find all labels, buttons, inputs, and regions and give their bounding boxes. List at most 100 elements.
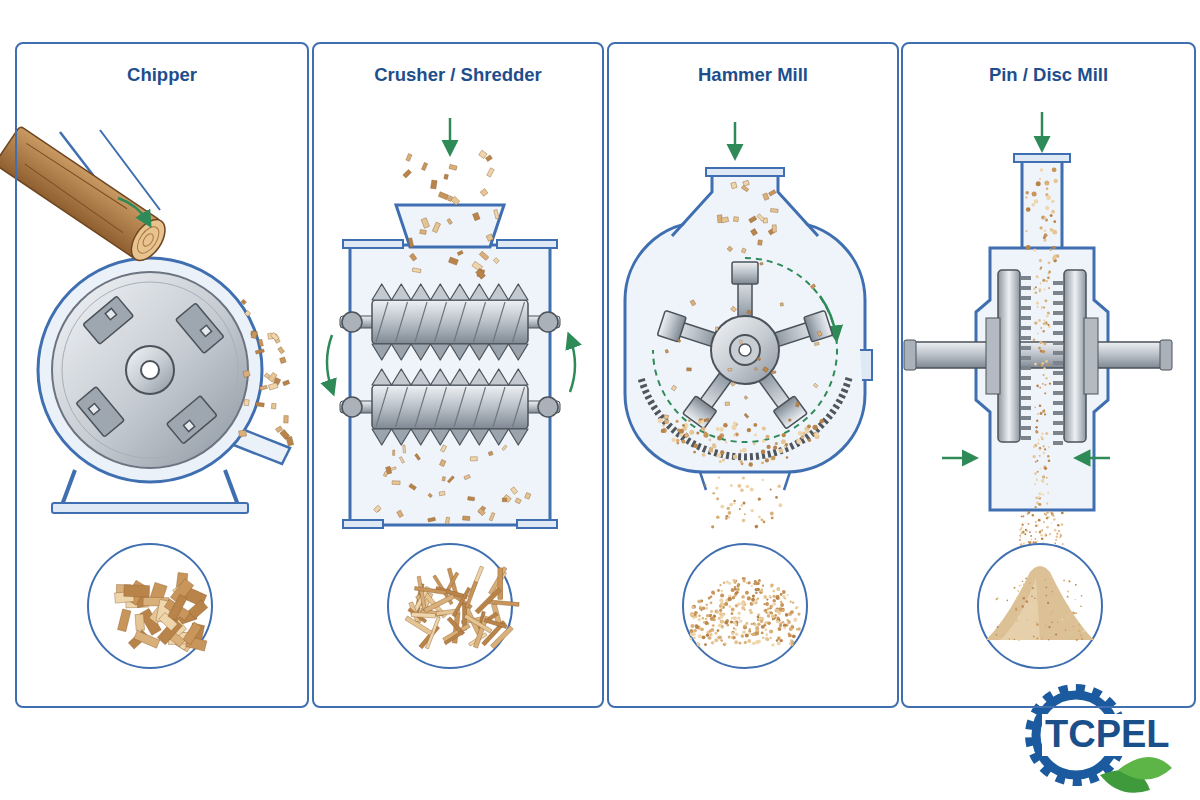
powder-stream — [1044, 448, 1046, 450]
powder-discharge — [1056, 536, 1058, 538]
powder-discharge — [1042, 541, 1044, 543]
particle-bed — [722, 458, 725, 461]
powder-discharge — [1044, 513, 1046, 515]
powder-discharge — [1027, 529, 1029, 531]
granule-pile — [751, 633, 754, 636]
granule-pile — [789, 627, 793, 631]
powder-grain — [1080, 605, 1082, 607]
powder-stream — [1034, 472, 1037, 475]
granule-pile — [702, 607, 705, 610]
feed-chunk — [431, 180, 438, 189]
granule-pile — [710, 617, 714, 621]
granule-pile — [764, 622, 766, 624]
powder-grain — [1036, 623, 1038, 625]
particle-bed — [709, 448, 713, 452]
powder-stream — [1038, 492, 1041, 495]
powder-grain — [1028, 591, 1029, 592]
granule-pile — [775, 609, 779, 613]
granule-pile — [731, 636, 735, 640]
powder-stream — [1043, 319, 1045, 321]
shredded-piece — [383, 471, 388, 476]
powder-stream — [1037, 443, 1039, 445]
logo-text: TCPEL — [1042, 714, 1173, 756]
particle-bed — [732, 425, 737, 430]
powder-grain — [1069, 632, 1071, 634]
particle-bed — [702, 453, 706, 457]
feed-particle — [1026, 191, 1029, 194]
particle-bed — [717, 436, 722, 441]
granule-pile — [702, 635, 706, 639]
milled-particle — [796, 402, 800, 407]
powder-stream — [1042, 480, 1045, 483]
powder-discharge — [1046, 517, 1049, 520]
granule-pile — [792, 634, 796, 638]
powder-stream — [1039, 387, 1041, 389]
shred-pile — [417, 576, 426, 610]
powder-stream — [1042, 493, 1044, 495]
discharge-particle — [726, 515, 729, 518]
powder-discharge — [1051, 514, 1054, 517]
milled-particle — [687, 368, 692, 371]
discharge-particle — [763, 521, 766, 524]
discharge-particle — [729, 503, 733, 507]
granule-pile — [789, 643, 791, 645]
feed-particle — [1025, 196, 1028, 199]
milled-particle — [664, 415, 669, 419]
granule-pile — [782, 621, 785, 624]
feed-particle — [1039, 259, 1042, 262]
granule-pile — [724, 602, 728, 606]
powder-stream — [1039, 288, 1042, 291]
granule-pile — [765, 633, 768, 636]
powder-grain — [1015, 609, 1017, 611]
powder-stream — [1034, 407, 1036, 409]
powder-grain — [1036, 601, 1038, 603]
granule-pile — [777, 642, 781, 646]
feed-particle — [1052, 246, 1055, 249]
powder-grain — [1016, 597, 1018, 599]
powder-stream — [1040, 341, 1043, 344]
powder-discharge — [1054, 529, 1056, 531]
granule-pile — [737, 583, 740, 586]
particle-bed — [682, 424, 685, 427]
powder-grain — [1041, 577, 1043, 579]
granule-pile — [711, 591, 715, 595]
granule-pile — [720, 639, 723, 642]
powder-discharge — [1043, 521, 1045, 523]
granule-pile — [777, 617, 779, 619]
roller-teeth — [372, 344, 528, 360]
powder-stream — [1034, 446, 1036, 448]
powder-grain — [1019, 594, 1020, 595]
powder-grain — [1031, 596, 1033, 598]
wood-chip — [280, 357, 287, 364]
powder-grain — [1068, 606, 1069, 607]
particle-bed — [679, 429, 684, 434]
powder-stream — [1036, 460, 1038, 462]
powder-discharge — [1040, 534, 1043, 537]
granule-pile — [761, 632, 764, 635]
disc-pin — [1053, 411, 1063, 415]
powder-stream — [1043, 342, 1046, 345]
powder-grain — [1020, 585, 1022, 587]
feed-particle — [1033, 248, 1036, 251]
powder-discharge — [1049, 533, 1051, 535]
powder-stream — [1040, 282, 1042, 284]
granule-pile — [734, 621, 737, 624]
particle-bed — [762, 426, 766, 430]
granule-pile — [790, 610, 794, 614]
granule-pile — [702, 617, 704, 619]
disc-pin — [1053, 291, 1063, 295]
discharge-particle — [770, 512, 774, 516]
milled-particle — [725, 402, 729, 406]
particle-bed — [801, 435, 805, 439]
granule-pile — [731, 631, 735, 635]
powder-stream — [1041, 433, 1043, 435]
milled-particle — [704, 418, 709, 421]
disc-pin — [1053, 381, 1063, 385]
shredded-piece — [525, 493, 531, 500]
disc-pin — [1021, 296, 1031, 300]
discharge-particle — [720, 505, 724, 509]
granule-pile — [720, 604, 723, 607]
powder-stream — [1039, 448, 1041, 450]
wood-chip-pile — [134, 631, 160, 648]
